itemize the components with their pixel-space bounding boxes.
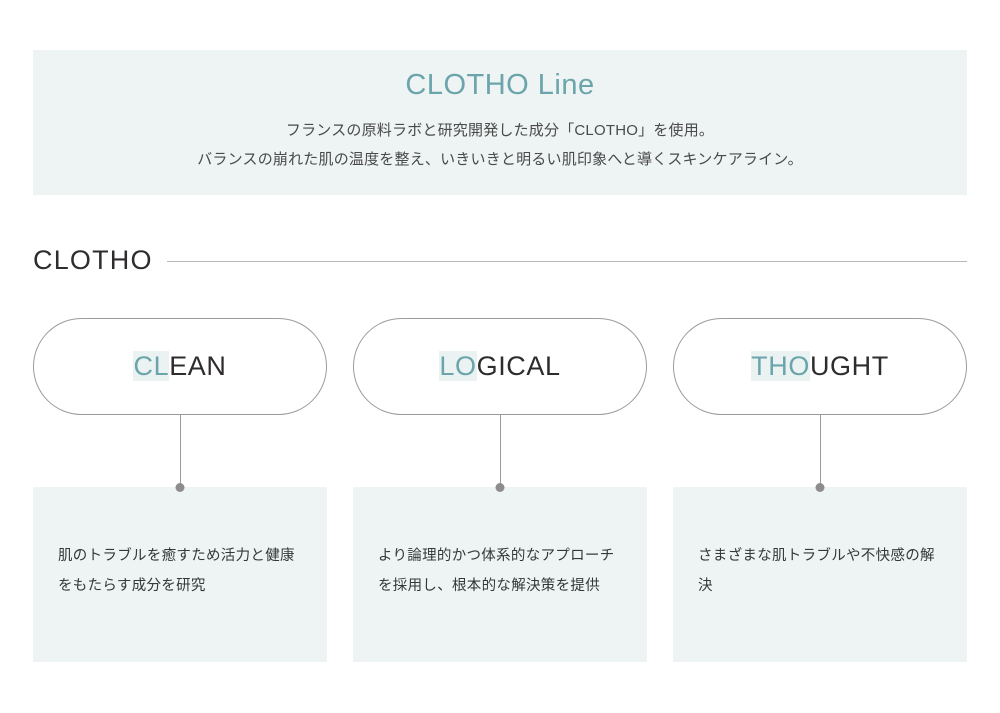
pill-logical-rest: GICAL [476, 351, 561, 381]
connector-line-logical [499, 415, 501, 487]
pill-logical[interactable]: LOGICAL [353, 318, 647, 415]
page-root: CLOTHO Line フランスの原料ラボと研究開発した成分「CLOTHO」を使… [33, 0, 967, 713]
description-text-clean: 肌のトラブルを癒すため活力と健康をもたらす成分を研究 [58, 548, 295, 595]
description-box-thought: さまざまな肌トラブルや不快感の解決 [673, 483, 967, 662]
description-box-logical: より論理的かつ体系的なアプローチを採用し、根本的な解決策を提供 [353, 483, 647, 662]
pill-clean-highlight: CL [133, 351, 170, 381]
section-divider-rule [166, 261, 967, 262]
pill-logical-highlight: LO [439, 351, 477, 381]
section-header: CLOTHO [33, 240, 967, 280]
pill-thought-label: THOUGHT [751, 351, 889, 381]
description-text-thought: さまざまな肌トラブルや不快感の解決 [698, 548, 935, 595]
pill-logical-label: LOGICAL [439, 351, 561, 381]
banner-subtitle-line-2: バランスの崩れた肌の温度を整え、いきいきと明るい肌印象へと導くスキンケアライン。 [197, 151, 803, 168]
banner-subtitle-line-1: フランスの原料ラボと研究開発した成分「CLOTHO」を使用。 [285, 121, 715, 139]
feature-column-thought: THOUGHT さまざまな肌トラブルや不快感の解決 [673, 318, 967, 662]
feature-column-logical: LOGICAL より論理的かつ体系的なアプローチを採用し、根本的な解決策を提供 [353, 318, 647, 662]
pill-thought-rest: UGHT [809, 351, 889, 381]
pill-clean[interactable]: CLEAN [33, 318, 327, 415]
pill-thought[interactable]: THOUGHT [673, 318, 967, 415]
connector-dot-icon-thought [815, 483, 825, 492]
pill-clean-rest: EAN [169, 351, 227, 381]
pill-clean-label: CLEAN [133, 351, 227, 381]
feature-columns: CLEAN 肌のトラブルを癒すため活力と健康をもたらす成分を研究 LOGICAL… [33, 318, 967, 662]
description-box-clean: 肌のトラブルを癒すため活力と健康をもたらす成分を研究 [33, 483, 327, 662]
section-title: CLOTHO [33, 244, 153, 275]
clotho-line-banner: CLOTHO Line フランスの原料ラボと研究開発した成分「CLOTHO」を使… [33, 50, 967, 195]
feature-column-clean: CLEAN 肌のトラブルを癒すため活力と健康をもたらす成分を研究 [33, 318, 327, 662]
connector-line-clean [179, 415, 181, 487]
description-text-logical: より論理的かつ体系的なアプローチを採用し、根本的な解決策を提供 [378, 548, 615, 595]
connector-dot-icon-logical [495, 483, 505, 492]
banner-title: CLOTHO Line [405, 68, 595, 101]
pill-thought-highlight: THO [751, 351, 810, 381]
connector-dot-icon-clean [175, 483, 185, 492]
connector-line-thought [819, 415, 821, 487]
